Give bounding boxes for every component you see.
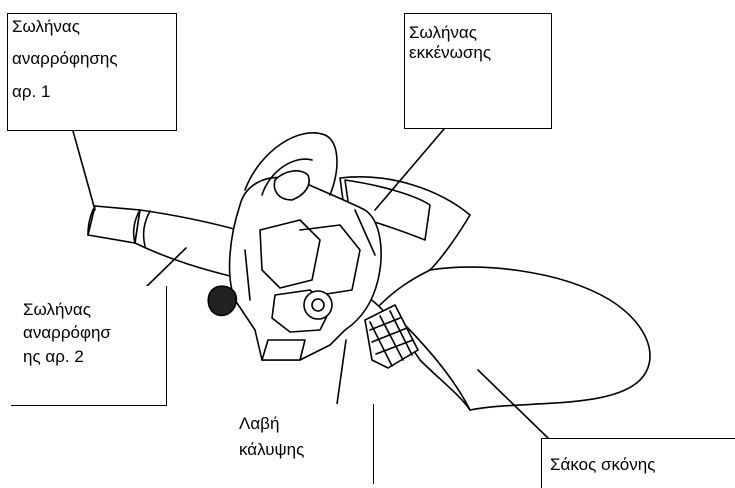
cover-handle-line-2: κάλυψης — [239, 440, 369, 460]
dust-bag-text: Σάκος σκόνης — [550, 455, 731, 475]
discharge-tube-line-1: Σωλήνας — [409, 23, 547, 43]
cover-handle-label: Λαβή κάλυψης — [229, 404, 374, 484]
suction-tube-1-label: Σωλήνας αναρρόφησης αρ. 1 — [7, 13, 177, 131]
discharge-tube-line-2: εκκένωσης — [409, 43, 547, 63]
discharge-tube-label: Σωλήνας εκκένωσης — [404, 13, 552, 129]
dust-bag-label: Σάκος σκόνης — [541, 438, 735, 488]
suction-tube-2-label: Σωλήνας αναρρόφησ ης αρ. 2 — [11, 286, 167, 406]
blower-body — [208, 133, 381, 360]
suction-tube-1-line-3: αρ. 1 — [12, 82, 172, 102]
suction-tube-2-line-3: ης αρ. 2 — [23, 347, 162, 367]
suction-tube-1-line-2: αναρρόφησης — [12, 49, 172, 69]
suction-tube-2-line-2: αναρρόφησ — [23, 323, 162, 343]
suction-tube-2-line-1: Σωλήνας — [23, 300, 162, 320]
cover-handle-line-1: Λαβή — [239, 414, 369, 434]
suction-tube-1-line-1: Σωλήνας — [12, 17, 172, 37]
